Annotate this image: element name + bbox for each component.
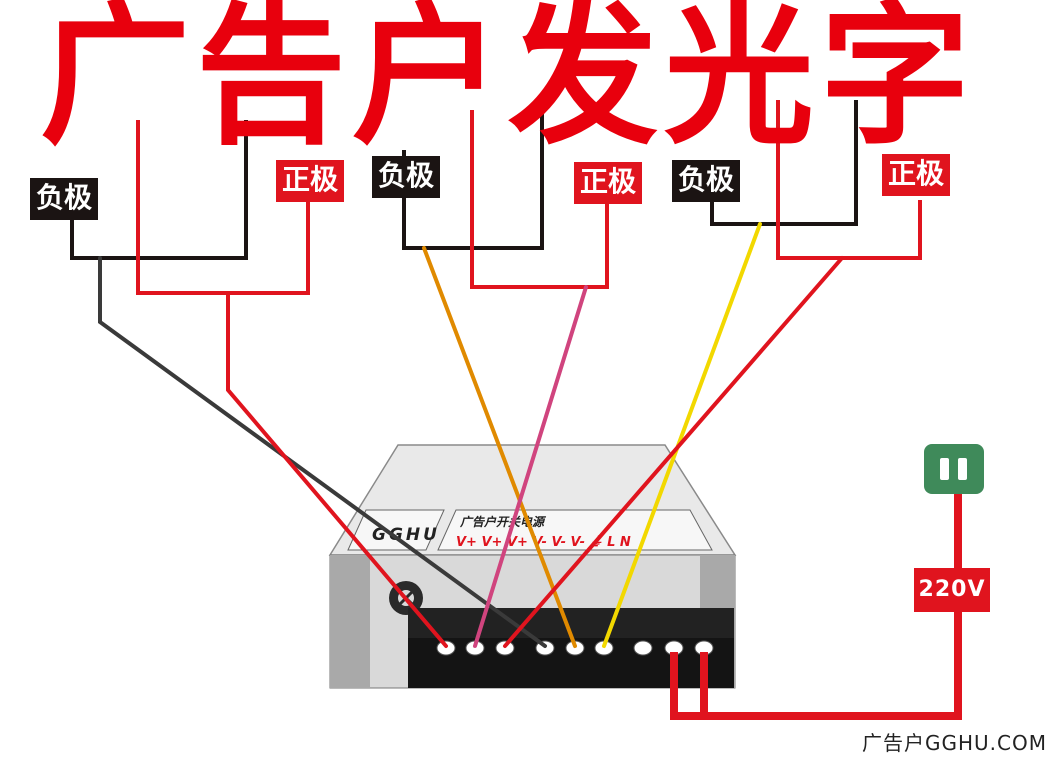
terminal-v-plus-3	[495, 640, 515, 656]
wire-2-positive	[473, 285, 588, 648]
module-loops	[70, 100, 922, 295]
loop-3-positive	[776, 100, 922, 260]
psu-terminal-labels: V+ V+ V+ V- V- V- ⏚ L N	[456, 535, 631, 550]
label-positive-3: 正极	[882, 154, 951, 196]
psu-name: 广告户开关电源	[459, 515, 547, 529]
terminal-v-plus-1	[436, 640, 456, 656]
loop-1-positive	[136, 120, 310, 295]
label-negative-2: 负极	[372, 156, 441, 198]
power-supply: GGHU 广告户开关电源 V+ V+ V+ V- V- V- ⏚ L N	[328, 444, 737, 689]
plug-icon	[924, 444, 984, 494]
wire-3-positive	[503, 256, 844, 648]
label-positive-2: 正极	[574, 162, 643, 204]
label-positive-1: 正极	[276, 160, 345, 202]
loop-3-negative	[710, 100, 858, 226]
loop-2-positive	[470, 110, 609, 289]
wire-1-negative	[98, 256, 547, 648]
page-title: 广告户发光字	[40, 0, 977, 166]
wire-3-negative	[602, 222, 762, 648]
terminal-ground	[633, 640, 653, 656]
terminal-screws	[436, 640, 714, 656]
wire-1-positive	[226, 291, 448, 648]
psu-shade-left	[330, 555, 370, 688]
supply-wires	[98, 222, 844, 648]
mains-voltage-label: 220V	[914, 568, 990, 612]
watermark: 广告户GGHU.COM	[862, 731, 1047, 755]
label-negative-1: 负极	[30, 178, 99, 220]
label-negative-3: 负极	[672, 160, 741, 202]
wire-2-negative	[422, 246, 577, 648]
